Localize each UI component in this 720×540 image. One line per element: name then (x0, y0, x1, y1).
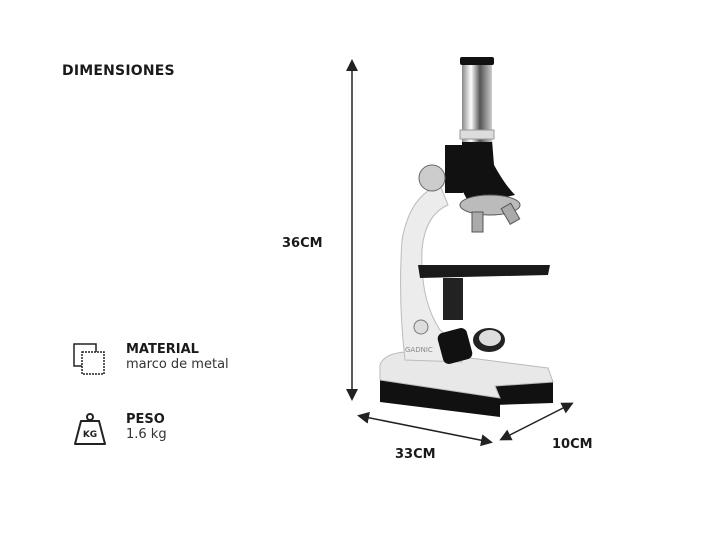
width-arrow (357, 411, 493, 447)
height-label: 36CM (282, 236, 323, 251)
feature-value: marco de metal (126, 357, 229, 372)
weight-icon: KG (74, 413, 106, 445)
feature-label: PESO (126, 412, 165, 427)
feature-value: 1.6 kg (126, 427, 167, 442)
weight-icon-text: KG (83, 430, 97, 440)
depth-label: 10CM (552, 437, 593, 452)
depth-arrow (499, 402, 574, 441)
material-icon (73, 343, 105, 375)
feature-weight: KG PESO 1.6 kg (72, 412, 167, 448)
width-label: 33CM (395, 447, 436, 462)
brand-label: GADNIC (405, 346, 433, 354)
section-title: DIMENSIONES (62, 63, 175, 79)
microscope: GADNIC (379, 57, 554, 417)
feature-material: MATERIAL marco de metal (72, 342, 229, 378)
feature-label: MATERIAL (126, 342, 199, 357)
